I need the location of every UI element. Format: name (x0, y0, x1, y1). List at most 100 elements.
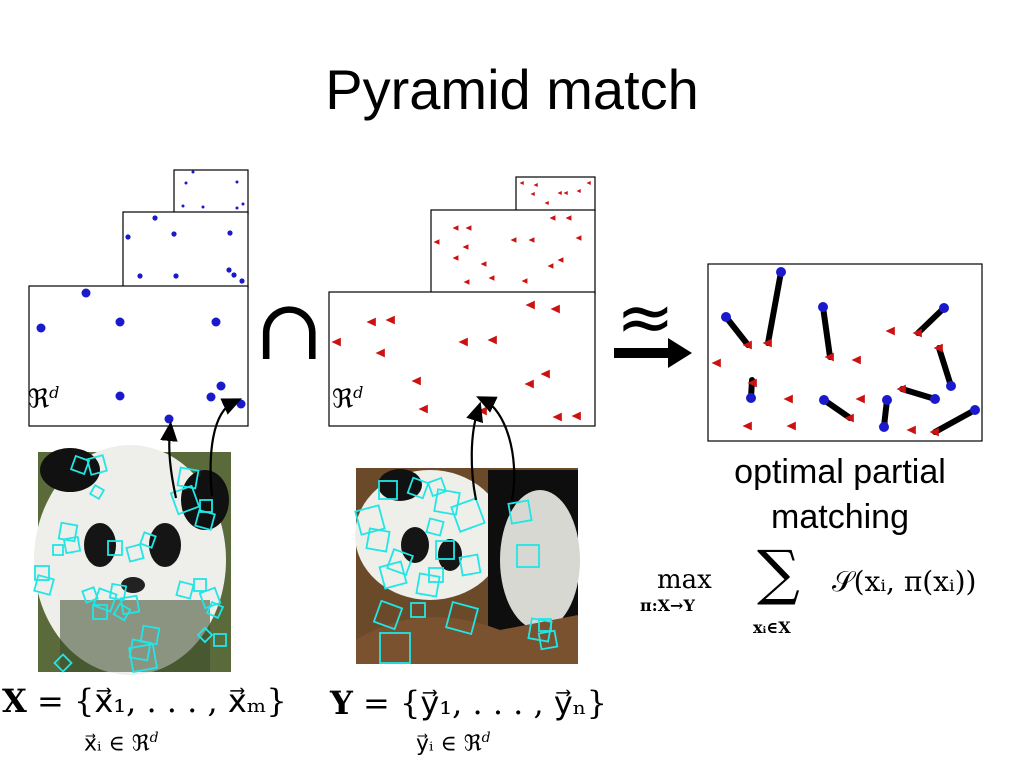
point-x (882, 395, 892, 405)
arrow-y-1 (466, 401, 484, 501)
point-y (524, 379, 534, 389)
arrow-x-1 (160, 421, 178, 499)
objective-max: max (657, 565, 712, 595)
point-x (216, 381, 226, 391)
point-x (115, 317, 125, 327)
point-y (411, 376, 421, 386)
point-y (530, 192, 535, 196)
feature-patch (354, 504, 386, 536)
feature-patch (516, 544, 540, 568)
point-y (463, 279, 470, 285)
point-x (211, 317, 221, 327)
feature-patch (537, 629, 559, 651)
objective-max-sub: π:X→Y (640, 596, 695, 615)
point-x (125, 234, 131, 240)
match-line (820, 304, 833, 360)
point-y (488, 275, 495, 281)
point-x (930, 394, 940, 404)
point-y (762, 338, 772, 348)
feature-patch (386, 548, 414, 576)
point-x (746, 393, 756, 403)
panda-photo-right (354, 468, 580, 664)
point-y (487, 335, 497, 345)
set-y: Y = {y⃗₁, . . . , y⃗ₙ} (330, 684, 607, 722)
feature-patch (425, 517, 445, 537)
feature-patch (169, 484, 201, 516)
point-x (206, 392, 216, 402)
point-y (855, 394, 865, 404)
feature-patch (119, 594, 141, 616)
point-x (115, 391, 125, 401)
arrow-y-2 (476, 396, 516, 501)
point-y (544, 201, 549, 205)
feature-patch (81, 586, 99, 604)
feature-patch (86, 454, 108, 476)
feature-patch (196, 626, 214, 644)
feature-patch (139, 531, 157, 549)
approx-symbol: ≈ (616, 276, 675, 358)
feature-patch (62, 535, 82, 555)
point-y (742, 340, 752, 350)
point-x (181, 204, 185, 208)
caption-line-2: matching (771, 498, 909, 536)
point-x (879, 422, 889, 432)
point-y (549, 215, 556, 221)
feature-patch (69, 454, 91, 476)
point-y (576, 189, 581, 193)
feature-patch (205, 600, 225, 620)
point-y (547, 263, 554, 269)
point-y (912, 328, 922, 338)
point-x (191, 170, 195, 174)
point-x (81, 288, 91, 298)
point-y (786, 421, 796, 431)
point-y (885, 326, 895, 336)
point-y (557, 257, 564, 263)
feature-patch (112, 602, 132, 622)
point-x (36, 323, 46, 333)
point-y (525, 300, 535, 310)
feature-patch (372, 599, 404, 631)
caption-line-1: optimal partial (734, 453, 946, 491)
intersection-symbol: ∩ (254, 281, 325, 379)
point-y (452, 255, 459, 261)
match-line (723, 314, 751, 348)
point-y (385, 315, 395, 325)
point-y (540, 369, 550, 379)
pyramid-y (328, 176, 596, 427)
feature-patch (379, 632, 411, 664)
match-line (936, 345, 954, 389)
point-y (519, 181, 524, 185)
feature-patch (199, 499, 213, 513)
point-y (433, 239, 440, 245)
point-x (164, 414, 174, 424)
point-x (970, 405, 980, 415)
point-y (533, 183, 538, 187)
point-y (575, 235, 582, 241)
point-y (465, 225, 472, 231)
feature-patch (198, 586, 222, 610)
panda-photo-left (33, 445, 231, 675)
point-y (851, 355, 861, 365)
feature-patch (88, 483, 106, 501)
match-line (899, 386, 938, 402)
feature-patch (410, 602, 426, 618)
objective-sum: ∑ (757, 538, 800, 608)
point-y (929, 427, 939, 437)
point-x (819, 395, 829, 405)
point-y (565, 215, 572, 221)
feature-patch (175, 580, 195, 600)
feature-patch (426, 476, 448, 498)
set-x: X = {x⃗₁, . . . , x⃗ₘ} (2, 682, 287, 720)
point-y (933, 343, 943, 353)
point-x (776, 267, 786, 277)
point-y (586, 181, 591, 185)
feature-patch (57, 521, 79, 543)
objective-body: 𝒮(xᵢ, π(xᵢ)) (832, 565, 977, 598)
point-x (231, 272, 237, 278)
point-y (896, 384, 906, 394)
feature-arrows (160, 396, 516, 501)
point-x (939, 303, 949, 313)
point-y (550, 304, 560, 314)
match-line (932, 407, 978, 435)
